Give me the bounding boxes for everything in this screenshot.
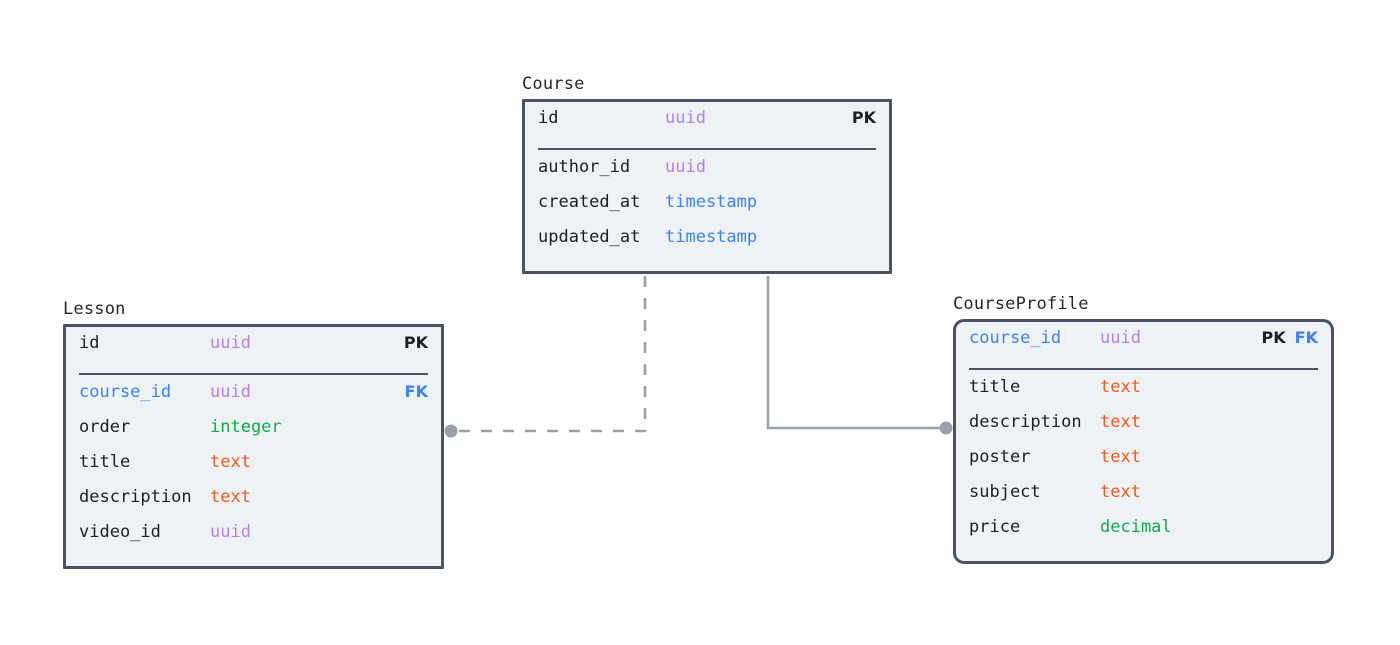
- table-row[interactable]: order integer: [66, 417, 441, 452]
- table-row[interactable]: subject text: [956, 482, 1331, 517]
- column-keys: PK: [404, 333, 428, 352]
- table-row[interactable]: id uuid PK: [525, 108, 889, 143]
- relationship-line-course-lesson: [455, 276, 647, 433]
- entity-primary-section-course: id uuid PK: [525, 102, 889, 148]
- column-type: text: [210, 487, 251, 507]
- entity-title-course: Course: [522, 74, 585, 94]
- key-badge-pk: PK: [1261, 328, 1286, 347]
- entity-title-courseprofile: CourseProfile: [953, 294, 1089, 314]
- column-type: uuid: [210, 522, 251, 542]
- table-row[interactable]: title text: [66, 452, 441, 487]
- table-row[interactable]: description text: [956, 412, 1331, 447]
- entity-fields-section-courseprofile: title text description text poster text …: [956, 370, 1331, 561]
- column-keys: FK: [405, 382, 428, 401]
- column-name: updated_at: [538, 227, 641, 247]
- entity-box-courseprofile: course_id uuid PK FK title text descript…: [953, 319, 1334, 564]
- entity-primary-section-courseprofile: course_id uuid PK FK: [956, 322, 1331, 368]
- column-name: course_id: [79, 382, 172, 402]
- table-row[interactable]: course_id uuid FK: [66, 382, 441, 417]
- table-row[interactable]: id uuid PK: [66, 333, 441, 368]
- column-type: text: [1100, 377, 1141, 397]
- relationship-line-course-courseprofile: [766, 276, 942, 430]
- entity-lesson[interactable]: Lesson id uuid PK course_id uuid: [63, 299, 444, 569]
- column-name: id: [538, 108, 559, 128]
- table-row[interactable]: course_id uuid PK FK: [956, 328, 1331, 363]
- column-name: title: [79, 452, 131, 472]
- key-badge-pk: PK: [851, 108, 876, 127]
- entity-title-lesson: Lesson: [63, 299, 126, 319]
- column-type: text: [210, 452, 251, 472]
- relationship-endpoint-lesson: [444, 424, 458, 438]
- section-divider-wrap: [525, 148, 889, 150]
- column-name: description: [969, 412, 1082, 432]
- column-name: video_id: [79, 522, 161, 542]
- column-type: timestamp: [665, 192, 758, 212]
- table-row[interactable]: created_at timestamp: [525, 192, 889, 227]
- key-badge-pk: PK: [403, 333, 428, 352]
- column-type: uuid: [210, 333, 251, 353]
- column-name: course_id: [969, 328, 1062, 348]
- column-name: created_at: [538, 192, 641, 212]
- entity-fields-section-lesson: course_id uuid FK order integer title te…: [66, 375, 441, 566]
- table-row[interactable]: description text: [66, 487, 441, 522]
- section-divider-wrap: [66, 373, 441, 375]
- column-name: price: [969, 517, 1021, 537]
- column-name: subject: [969, 482, 1041, 502]
- section-divider: [969, 368, 1318, 370]
- table-row[interactable]: updated_at timestamp: [525, 227, 889, 262]
- column-keys: PK FK: [1262, 328, 1318, 347]
- section-divider: [538, 148, 876, 150]
- column-name: author_id: [538, 157, 631, 177]
- table-row[interactable]: author_id uuid: [525, 157, 889, 192]
- key-badge-fk: FK: [404, 382, 428, 401]
- entity-box-course: id uuid PK author_id uuid created_at tim…: [522, 99, 892, 274]
- column-name: description: [79, 487, 192, 507]
- section-divider: [79, 373, 428, 375]
- entity-primary-section-lesson: id uuid PK: [66, 327, 441, 373]
- relationship-course-lesson: [444, 276, 647, 438]
- column-type: integer: [210, 417, 282, 437]
- table-row[interactable]: price decimal: [956, 517, 1331, 552]
- column-name: poster: [969, 447, 1031, 467]
- column-type: text: [1100, 447, 1141, 467]
- column-name: title: [969, 377, 1021, 397]
- column-type: uuid: [210, 382, 251, 402]
- table-row[interactable]: poster text: [956, 447, 1331, 482]
- relationship-endpoint-courseprofile: [939, 421, 953, 435]
- column-type: uuid: [665, 157, 706, 177]
- entity-courseprofile[interactable]: CourseProfile course_id uuid PK FK title: [953, 294, 1334, 564]
- column-type: timestamp: [665, 227, 758, 247]
- column-name: order: [79, 417, 131, 437]
- entity-fields-section-course: author_id uuid created_at timestamp upda…: [525, 150, 889, 271]
- entity-course[interactable]: Course id uuid PK author_id uuid: [522, 74, 892, 274]
- section-divider-wrap: [956, 368, 1331, 370]
- column-type: text: [1100, 482, 1141, 502]
- column-type: decimal: [1100, 517, 1172, 537]
- column-keys: PK: [852, 108, 876, 127]
- table-row[interactable]: title text: [956, 377, 1331, 412]
- entity-box-lesson: id uuid PK course_id uuid FK: [63, 324, 444, 569]
- column-type: text: [1100, 412, 1141, 432]
- column-name: id: [79, 333, 100, 353]
- column-type: uuid: [1100, 328, 1141, 348]
- table-row[interactable]: video_id uuid: [66, 522, 441, 557]
- column-type: uuid: [665, 108, 706, 128]
- relationship-course-courseprofile: [766, 276, 953, 435]
- key-badge-fk: FK: [1294, 328, 1318, 347]
